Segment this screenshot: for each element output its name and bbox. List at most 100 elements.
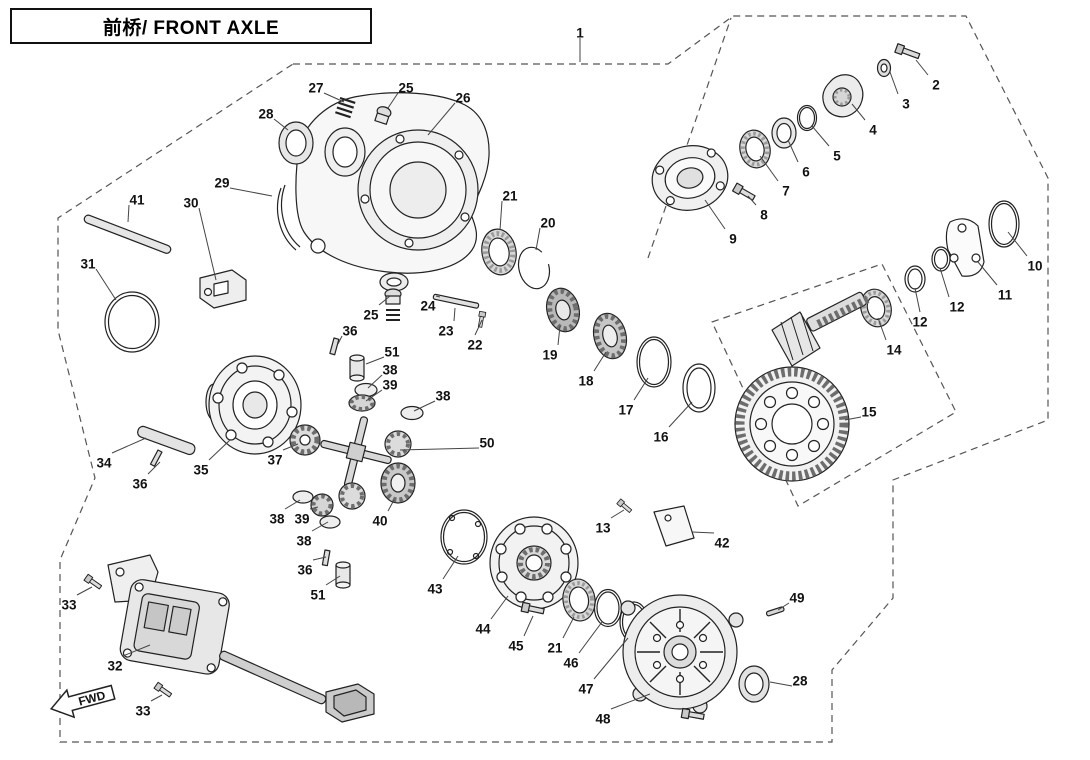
callout-50: 50 <box>479 436 494 451</box>
callout-leader-50 <box>399 447 480 451</box>
diagram-boundary <box>57 15 1049 743</box>
callout-leader-19 <box>557 325 561 346</box>
part-39-gear-b <box>310 493 334 517</box>
callout-39: 39 <box>294 512 309 527</box>
callout-leader-33 <box>150 694 163 702</box>
part-6-seal <box>771 117 797 149</box>
callout-leader-34 <box>111 437 147 454</box>
callout-32: 32 <box>107 659 122 674</box>
callout-leader-25 <box>387 92 399 109</box>
part-38-washer-c <box>292 490 314 504</box>
part-18-splined-sleeve <box>592 312 628 360</box>
part-15-ring-gear <box>734 366 850 482</box>
callout-11: 11 <box>998 288 1013 303</box>
callout-leader-43 <box>442 555 459 580</box>
part-48-cover <box>620 594 744 714</box>
callout-leader-36 <box>312 556 327 561</box>
callout-49: 49 <box>789 591 804 606</box>
callout-leader-47 <box>593 637 629 680</box>
part-5-oring <box>796 104 818 132</box>
part-51-sleeve-bottom <box>335 561 351 589</box>
part-44-hub-flange <box>489 516 579 610</box>
callout-43: 43 <box>427 582 443 597</box>
callout-leader-38 <box>367 374 383 389</box>
part-17-ring <box>636 336 672 388</box>
callout-leader-48 <box>610 693 651 710</box>
callout-10: 10 <box>1027 259 1042 274</box>
callout-leader-12 <box>914 287 921 313</box>
callout-leader-46 <box>578 621 603 654</box>
callout-leader-3 <box>889 71 899 95</box>
callout-26: 26 <box>455 91 471 106</box>
callout-leader-44 <box>490 595 509 620</box>
callout-leader-20 <box>535 227 541 251</box>
callout-37: 37 <box>267 453 282 468</box>
callout-leader-4 <box>851 103 866 121</box>
callout-leader-40 <box>387 499 395 512</box>
callout-leader-13 <box>610 509 625 519</box>
callout-leader-24 <box>435 295 441 298</box>
callout-leader-32 <box>122 644 151 657</box>
part-16-ring <box>682 363 716 413</box>
part-30-bracket <box>199 269 247 309</box>
part-34-shaft <box>137 425 196 456</box>
part-27-spring <box>335 96 356 119</box>
callout-2: 2 <box>932 78 940 93</box>
part-43-gasket <box>440 509 488 565</box>
callout-leader-10 <box>1007 231 1028 257</box>
part-10-oring <box>988 200 1020 248</box>
callout-leader-29 <box>229 187 273 197</box>
callout-18: 18 <box>578 374 594 389</box>
callout-42: 42 <box>714 536 729 551</box>
part-25-plug-top <box>374 106 392 125</box>
callout-leader-45 <box>523 615 534 637</box>
callout-leader-49 <box>777 602 790 611</box>
callout-leader-33 <box>76 586 93 596</box>
diagram-title: 前桥/ FRONT AXLE <box>10 8 372 44</box>
part-45-bolt <box>520 601 545 615</box>
callout-leader-15 <box>844 416 862 421</box>
part-29-gasket <box>276 184 301 251</box>
callout-leader-14 <box>877 317 887 341</box>
callout-29: 29 <box>214 176 229 191</box>
part-9-hub-flange <box>651 145 729 211</box>
callout-9: 9 <box>729 232 737 247</box>
callout-leader-42 <box>691 531 715 534</box>
callout-19: 19 <box>542 348 557 363</box>
part-3-washer <box>876 58 892 78</box>
part-50-spider-cross <box>320 416 392 488</box>
callout-21: 21 <box>547 641 563 656</box>
callout-leader-39 <box>309 506 319 510</box>
callout-17: 17 <box>618 403 633 418</box>
part-41-rod <box>83 214 172 254</box>
part-32-actuator <box>107 554 375 723</box>
callout-leader-38 <box>413 400 436 412</box>
part-21-bearing <box>481 228 517 276</box>
callout-leader-38 <box>284 499 301 510</box>
part-38-washer-d <box>319 515 341 529</box>
callout-41: 41 <box>129 193 145 208</box>
callout-28: 28 <box>258 107 274 122</box>
callout-39: 39 <box>382 378 397 393</box>
part-40-splined-hub <box>380 462 416 504</box>
callout-leader-36 <box>337 335 343 345</box>
callout-36: 36 <box>132 477 148 492</box>
callout-38: 38 <box>435 389 451 404</box>
part-8-bolt-top <box>731 182 756 201</box>
callout-leader-38 <box>311 521 329 532</box>
callout-48: 48 <box>595 712 611 727</box>
callout-15: 15 <box>861 405 877 420</box>
callout-30: 30 <box>183 196 198 211</box>
callout-4: 4 <box>869 123 877 138</box>
callout-leader-25 <box>378 295 391 306</box>
callout-36: 36 <box>342 324 358 339</box>
part-22-screw <box>477 310 487 328</box>
part-20-snap-ring <box>517 246 551 290</box>
callout-23: 23 <box>438 324 454 339</box>
part-46-oring <box>593 588 623 628</box>
callout-6: 6 <box>802 165 810 180</box>
part-51-sleeve-top <box>349 354 365 382</box>
callout-leader-28 <box>273 118 289 131</box>
callout-27: 27 <box>308 81 323 96</box>
